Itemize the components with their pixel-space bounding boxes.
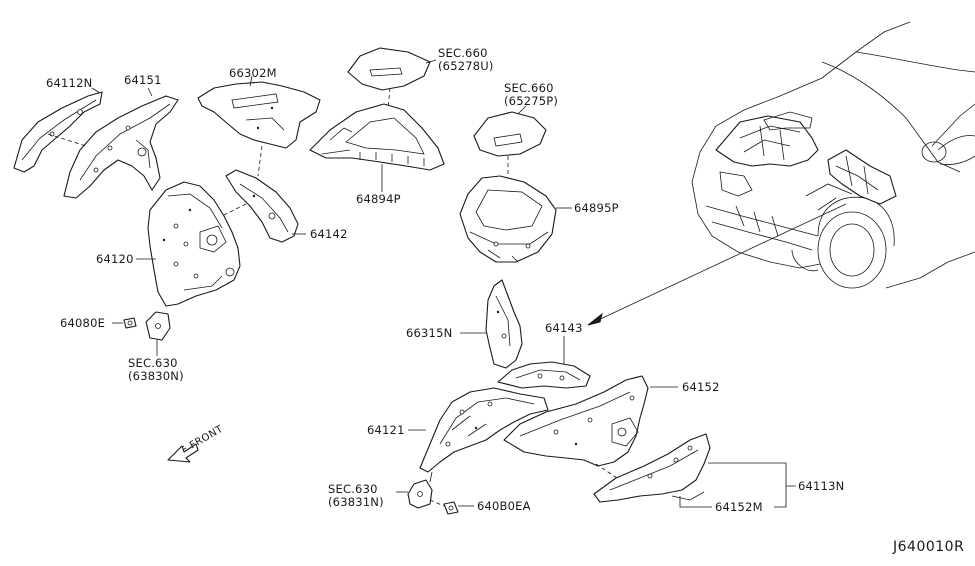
dashed-link-63831N-64121 [429, 471, 433, 483]
leader-64113N-bracket [708, 462, 796, 508]
part-63831N[interactable] [407, 479, 433, 509]
vehicle-illustration [691, 21, 975, 289]
label-64120: 64120 [96, 252, 134, 266]
label-sec660-b-line1: SEC.660 [504, 81, 554, 95]
part-65278U[interactable] [347, 47, 431, 91]
part-64894P[interactable] [309, 103, 445, 171]
label-sec630-b: SEC.630 (63831N) [328, 483, 384, 509]
arrow-head [587, 312, 603, 326]
label-64152M: 64152M [715, 500, 763, 514]
arrow-vehicle-to-parts [593, 203, 847, 323]
leader-64151 [147, 87, 153, 97]
label-64895P: 64895P [574, 201, 619, 215]
part-66302M[interactable] [197, 81, 321, 149]
label-64121: 64121 [367, 423, 405, 437]
dashed-link-64142-64120 [221, 203, 247, 217]
leader-65275P [517, 105, 527, 115]
label-64894P: 64894P [356, 192, 401, 206]
part-64112N[interactable] [13, 91, 103, 173]
leader-65278U [425, 59, 437, 64]
label-sec630-a-line1: SEC.630 [128, 356, 178, 370]
label-64152: 64152 [682, 380, 720, 394]
part-66315N[interactable] [485, 279, 523, 369]
label-66302M: 66302M [229, 66, 277, 80]
label-64080E: 64080E [60, 316, 106, 330]
leader-64112N [91, 87, 101, 94]
label-sec660-a: SEC.660 (65278U) [438, 47, 494, 73]
label-sec630-a-line2: (63830N) [128, 369, 184, 383]
front-arrow-icon [167, 443, 199, 463]
label-sec660-b-line2: (65275P) [504, 94, 559, 108]
part-64152[interactable] [503, 375, 649, 467]
label-64142: 64142 [310, 227, 348, 241]
dashed-link-65278U-64894P [387, 87, 391, 111]
label-sec630-a: SEC.630 (63830N) [128, 357, 184, 383]
part-640B0EA[interactable] [443, 501, 459, 515]
label-64151: 64151 [124, 73, 162, 87]
label-64112N: 64112N [46, 76, 93, 90]
part-64142[interactable] [225, 169, 299, 243]
label-sec660-a-line2: (65278U) [438, 59, 494, 73]
part-64120[interactable] [147, 181, 241, 307]
label-64113N: 64113N [798, 479, 845, 493]
label-66315N: 66315N [406, 326, 453, 340]
label-sec660-b: SEC.660 (65275P) [504, 82, 558, 108]
dashed-link-64152-64113N [595, 463, 621, 481]
label-sec660-a-line1: SEC.660 [438, 46, 488, 60]
label-640B0EA: 640B0EA [477, 499, 531, 513]
diagram-reference: J640010R [893, 539, 965, 555]
label-64143: 64143 [545, 321, 583, 335]
dashed-link-66302M-64142 [257, 145, 263, 177]
part-65275P[interactable] [473, 111, 547, 157]
part-64151[interactable] [63, 95, 179, 199]
part-64143[interactable] [497, 361, 591, 389]
dashed-link-bracket-bolt [429, 499, 445, 507]
label-sec630-b-line1: SEC.630 [328, 482, 378, 496]
label-sec630-b-line2: (63831N) [328, 495, 384, 509]
part-63830N[interactable] [145, 311, 171, 341]
part-64113N[interactable] [593, 433, 711, 503]
part-64895P[interactable] [459, 175, 557, 263]
leader-66302M [249, 75, 253, 87]
part-64080E[interactable] [123, 317, 137, 329]
part-64121[interactable] [419, 387, 549, 473]
leader-64152M [679, 496, 712, 508]
